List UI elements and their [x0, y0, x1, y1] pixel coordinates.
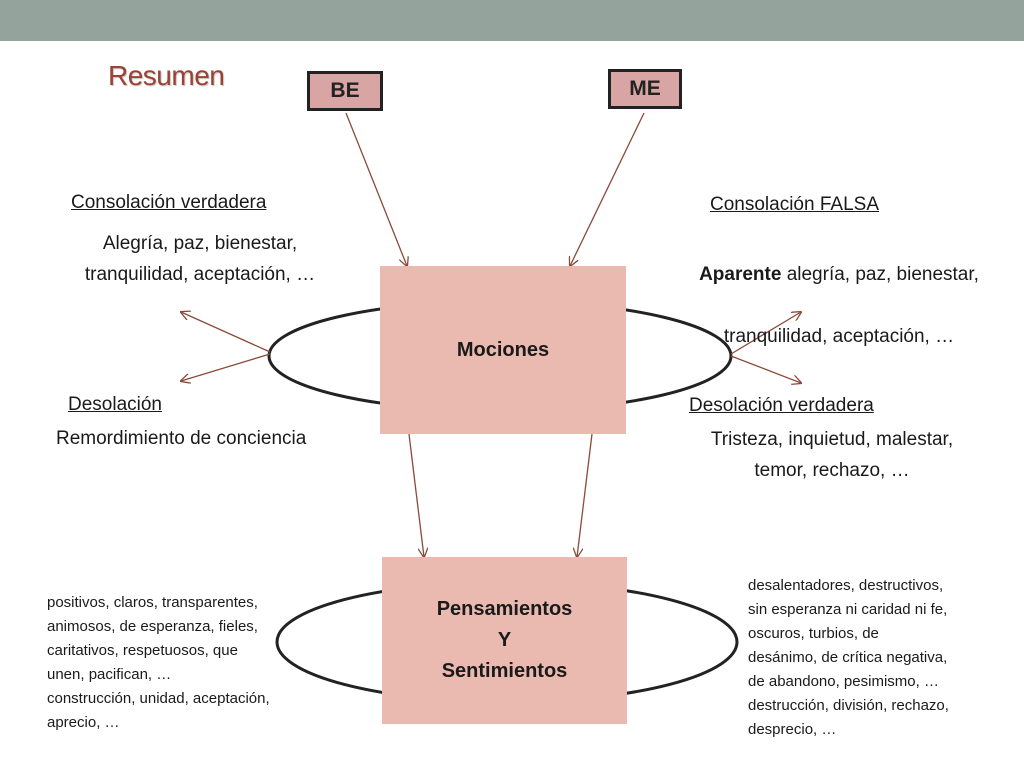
consolacion-falsa-line1-rest: alegría, paz, bienestar, [781, 264, 979, 285]
mociones-box: Mociones [380, 266, 626, 434]
me-label: ME [629, 77, 661, 100]
arrow-mociones-to-pensamientos-left [408, 433, 424, 557]
pensamientos-label-line1: Pensamientos [436, 598, 573, 620]
positive-qualities-list: positivos, claros, transparentes, animos… [47, 594, 270, 731]
desolacion-heading: Desolación [68, 394, 162, 415]
slide-title: Resumen [108, 60, 225, 91]
arrow-to-desolacion-verdadera [730, 355, 801, 383]
consolacion-falsa-line2: tranquilidad, aceptación, … [723, 326, 955, 347]
pensamientos-box: Pensamientos Y Sentimientos [382, 557, 627, 724]
consolacion-verdadera-text: Alegría, paz, bienestar, tranquilidad, a… [84, 233, 316, 285]
be-box: BE [307, 71, 383, 111]
consolacion-verdadera-heading: Consolación verdadera [71, 192, 267, 213]
be-label: BE [330, 79, 360, 102]
top-bar [0, 0, 1024, 41]
desolacion-text: Remordimiento de conciencia [56, 428, 307, 449]
mociones-label: Mociones [456, 338, 550, 361]
pensamientos-label-line3: Sentimientos [441, 660, 568, 682]
aparente-bold: Aparente [699, 264, 782, 285]
arrow-me-to-mociones [570, 112, 645, 266]
arrow-to-consolacion-verdadera [181, 312, 271, 353]
arrow-to-desolacion [181, 353, 271, 381]
consolacion-falsa-text: Aparente alegría, paz, bienestar, tranqu… [676, 228, 1002, 383]
desolacion-verdadera-text: Tristeza, inquietud, malestar, temor, re… [710, 429, 954, 481]
arrow-to-consolacion-falsa [730, 312, 801, 355]
consolacion-falsa-heading: Consolación FALSA [710, 194, 879, 215]
desolacion-verdadera-heading: Desolación verdadera [689, 395, 874, 416]
arrow-mociones-to-pensamientos-right [577, 433, 593, 557]
consolacion-falsa-line1: Aparente alegría, paz, bienestar, [676, 259, 1002, 290]
me-box: ME [608, 69, 682, 109]
negative-qualities-list: desalentadores, destructivos, sin espera… [748, 577, 949, 738]
pensamientos-label-line2: Y [497, 629, 512, 651]
arrow-be-to-mociones [345, 112, 407, 266]
